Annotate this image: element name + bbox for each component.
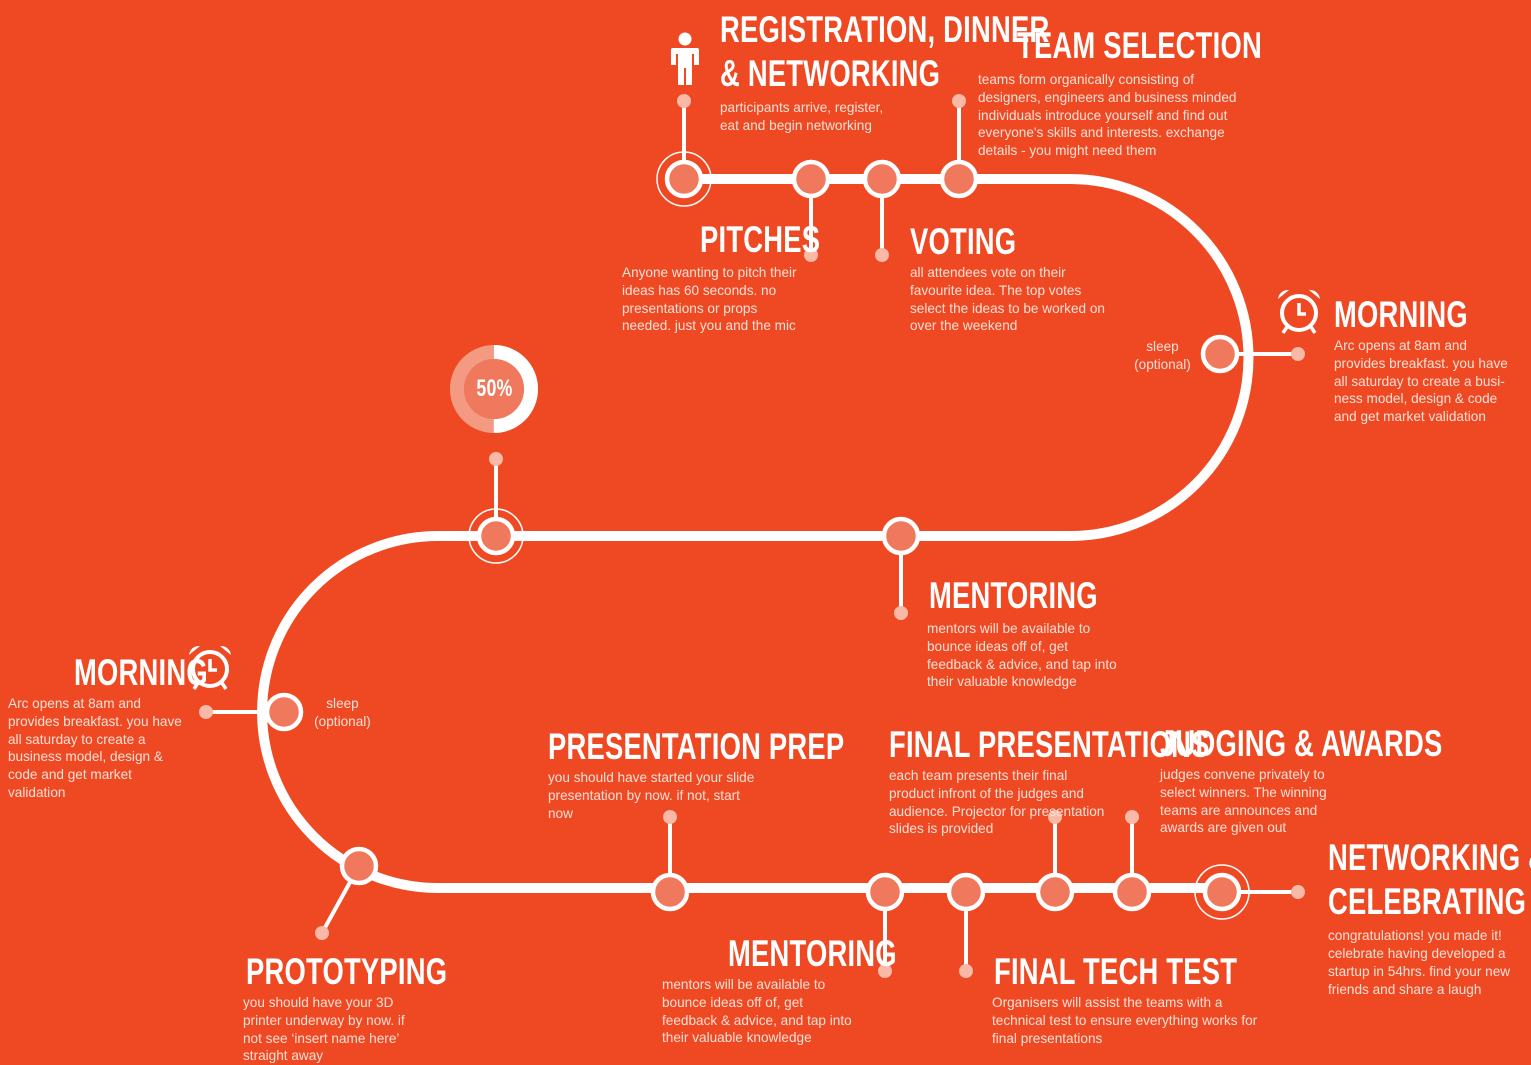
- node-sleep-left: [264, 692, 304, 732]
- node-pitches: [791, 159, 831, 199]
- step-title: VOTING: [910, 221, 1017, 262]
- step-title: PITCHES: [700, 219, 821, 260]
- step-title: REGISTRATION, DINNER: [720, 9, 1050, 50]
- step-title: PRESENTATION PREP: [548, 726, 845, 767]
- stem-dots: [199, 94, 1305, 978]
- step-description: you should have started your slide prese…: [548, 769, 755, 821]
- step-title: FINAL PRESENTATIONS: [889, 724, 1210, 765]
- step-description: participants arrive, register, eat and b…: [720, 100, 884, 134]
- node-mentoring-top: [881, 516, 921, 556]
- step-description: judges convene privately to select winne…: [1160, 766, 1327, 836]
- step-voting: VOTING all attendees vote on their favou…: [910, 220, 1105, 335]
- step-mentoring-bottom: MENTORING mentors will be available to b…: [662, 932, 897, 1047]
- node-prototyping: [339, 846, 379, 886]
- node-mentoring-bottom: [865, 872, 905, 912]
- step-presentation-prep: PRESENTATION PREP you should have starte…: [548, 725, 845, 822]
- step-networking-celebrating: NETWORKING & CELEBRATING congratulations…: [1328, 836, 1531, 999]
- step-title: NETWORKING &: [1328, 837, 1531, 878]
- step-team-selection: TEAM SELECTION teams form organically co…: [978, 24, 1262, 160]
- alarm-clock-icon: [1278, 289, 1320, 334]
- step-prototyping: PROTOTYPING you should have your 3D prin…: [243, 950, 448, 1065]
- sleep-label-left: sleep (optional): [314, 696, 371, 729]
- step-pitches: PITCHES Anyone wanting to pitch their id…: [622, 218, 821, 335]
- step-mentoring-top: MENTORING mentors will be available to b…: [927, 574, 1127, 691]
- step-description: Arc opens at 8am and provides breakfast.…: [1334, 337, 1508, 425]
- step-title: MENTORING: [728, 933, 897, 974]
- node-final-presentations: [1035, 872, 1075, 912]
- step-description: Organisers will assist the teams with a …: [992, 994, 1258, 1046]
- timeline-nodes: [264, 159, 1242, 912]
- step-title: PROTOTYPING: [246, 951, 448, 992]
- step-title: & NETWORKING: [720, 52, 941, 94]
- step-registration: REGISTRATION, DINNER & NETWORKING partic…: [720, 8, 1050, 135]
- node-presentation-prep: [650, 872, 690, 912]
- node-voting: [862, 159, 902, 199]
- alarm-clock-icon: [189, 645, 231, 690]
- node-halfway: [476, 516, 516, 556]
- node-networking: [1202, 872, 1242, 912]
- sleep-label-right: sleep (optional): [1134, 339, 1191, 372]
- step-title: MENTORING: [929, 575, 1098, 616]
- step-morning-sunday: MORNING Arc opens at 8am and provides br…: [8, 651, 208, 802]
- step-title: TEAM SELECTION: [1017, 25, 1262, 66]
- step-title: MORNING: [1334, 294, 1468, 335]
- progress-donut: [450, 345, 538, 433]
- step-morning-saturday: MORNING Arc opens at 8am and provides br…: [1334, 293, 1524, 426]
- node-final-tech-test: [946, 872, 986, 912]
- step-description: you should have your 3D printer underway…: [243, 994, 405, 1064]
- step-description: mentors will be available to bounce idea…: [927, 620, 1117, 690]
- step-description: each team presents their final product i…: [889, 767, 1105, 837]
- step-description: congratulations! you made it! celebrate …: [1328, 928, 1511, 998]
- step-description: mentors will be available to bounce idea…: [662, 976, 852, 1046]
- step-title: MORNING: [74, 652, 208, 693]
- node-judging: [1112, 872, 1152, 912]
- step-title: CELEBRATING: [1328, 880, 1527, 922]
- progress-label: 50%: [475, 375, 513, 402]
- node-registration: [664, 159, 704, 199]
- node-sleep-right: [1200, 334, 1240, 374]
- step-final-tech-test: FINAL TECH TEST Organisers will assist t…: [992, 950, 1262, 1047]
- step-description: teams form organically consisting of des…: [978, 71, 1237, 159]
- step-title: FINAL TECH TEST: [994, 951, 1238, 992]
- step-description: all attendees vote on their favourite id…: [910, 264, 1105, 334]
- timeline-path: [257, 174, 1254, 893]
- step-description: Arc opens at 8am and provides breakfast.…: [8, 695, 182, 801]
- step-description: Anyone wanting to pitch their ideas has …: [622, 264, 797, 334]
- person-icon: [671, 32, 699, 85]
- step-title: JUDGING & AWARDS: [1160, 723, 1443, 764]
- node-team-selection: [939, 159, 979, 199]
- step-final-presentations: FINAL PRESENTATIONS each team presents t…: [889, 723, 1210, 838]
- step-judging-awards: JUDGING & AWARDS judges convene privatel…: [1160, 722, 1443, 837]
- milestone-rings: [468, 151, 1250, 920]
